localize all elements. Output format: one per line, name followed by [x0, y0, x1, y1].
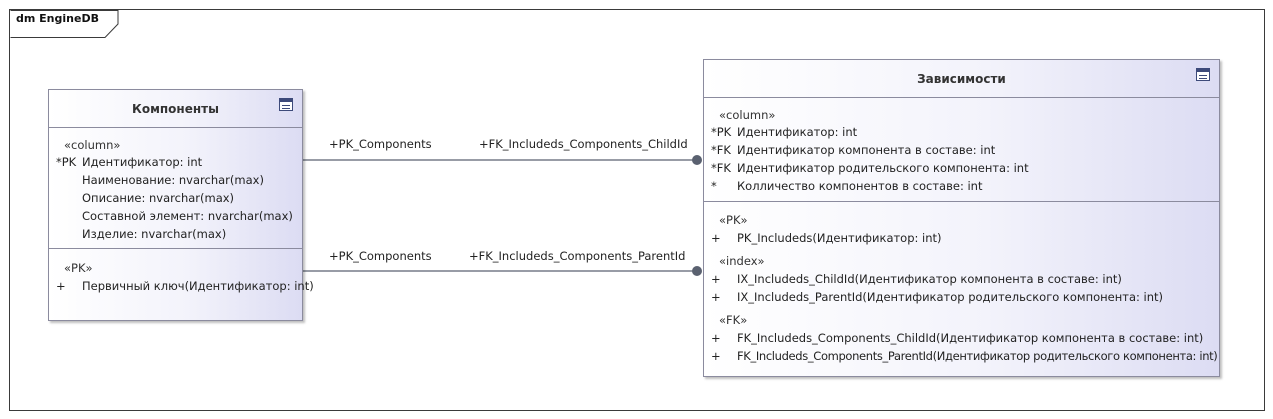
entity-title: Компоненты	[132, 102, 219, 116]
operation-item: FK_Includeds_Components_ChildId(Идентифи…	[737, 331, 1204, 345]
column-item: Колличество компонентов в составе: int	[737, 179, 983, 193]
operation-item: IX_Includeds_ParentId(Идентификатор роди…	[737, 290, 1164, 304]
column-item: Составной элемент: nvarchar(max)	[82, 209, 293, 223]
frame-tab	[10, 10, 119, 38]
column-key: *	[711, 179, 717, 193]
section-divider	[704, 201, 1219, 202]
operation-item: Первичный ключ(Идентификатор: int)	[82, 279, 314, 293]
pk-stereotype: «PK»	[719, 213, 748, 227]
operation-key: +	[711, 231, 721, 245]
connector-childid-end	[692, 155, 702, 165]
section-divider	[704, 97, 1219, 98]
operation-item: IX_Includeds_ChildId(Идентификатор компо…	[737, 272, 1122, 286]
column-key: *FK	[711, 143, 731, 157]
column-item: Идентификатор родительского компонента: …	[737, 161, 1029, 175]
connector-1-source-role: +PK_Components	[329, 137, 432, 151]
connector-2-source-role: +PK_Components	[329, 249, 432, 263]
index-stereotype: «index»	[719, 254, 765, 268]
column-stereotype: «column»	[719, 108, 776, 122]
column-key: *PK	[56, 155, 77, 169]
column-item: Идентификатор: int	[737, 125, 858, 139]
operation-item: PK_Includeds(Идентификатор: int)	[737, 231, 942, 245]
column-key: *FK	[711, 161, 731, 175]
operation-key: +	[711, 331, 721, 345]
entity-title: Зависимости	[917, 72, 1006, 86]
table-icon	[1196, 68, 1210, 81]
column-item: Описание: nvarchar(max)	[82, 191, 235, 205]
section-divider	[49, 127, 302, 128]
frame-title: dm EngineDB	[16, 12, 99, 25]
table-icon	[279, 98, 293, 111]
column-item: Идентификатор компонента в составе: int	[737, 143, 996, 157]
column-key: *PK	[711, 125, 732, 139]
fk-stereotype: «FK»	[719, 313, 748, 327]
column-item: Идентификатор: int	[82, 155, 203, 169]
operation-key: +	[711, 349, 721, 363]
connector-parentid-end	[692, 266, 702, 276]
column-item: Наименование: nvarchar(max)	[82, 173, 264, 187]
entity-dependencies[interactable]: Зависимости «column» *PK Идентификатор: …	[703, 59, 1220, 377]
operation-key: +	[711, 290, 721, 304]
entity-components[interactable]: Компоненты «column» *PK Идентификатор: i…	[48, 89, 314, 321]
operation-key: +	[711, 272, 721, 286]
column-stereotype: «column»	[64, 138, 121, 152]
diagram-frame: dm EngineDB	[9, 9, 1265, 411]
operation-item: FK_Includeds_Components_ParentId(Идентиф…	[737, 349, 1218, 363]
connector-1-target-role: +FK_Includeds_Components_ChildId	[479, 137, 688, 151]
connector-2-target-role: +FK_Includeds_Components_ParentId	[469, 249, 686, 263]
pk-stereotype: «PK»	[64, 261, 93, 275]
operation-key: +	[56, 279, 66, 293]
column-item: Изделие: nvarchar(max)	[82, 227, 227, 241]
section-divider	[49, 248, 302, 249]
